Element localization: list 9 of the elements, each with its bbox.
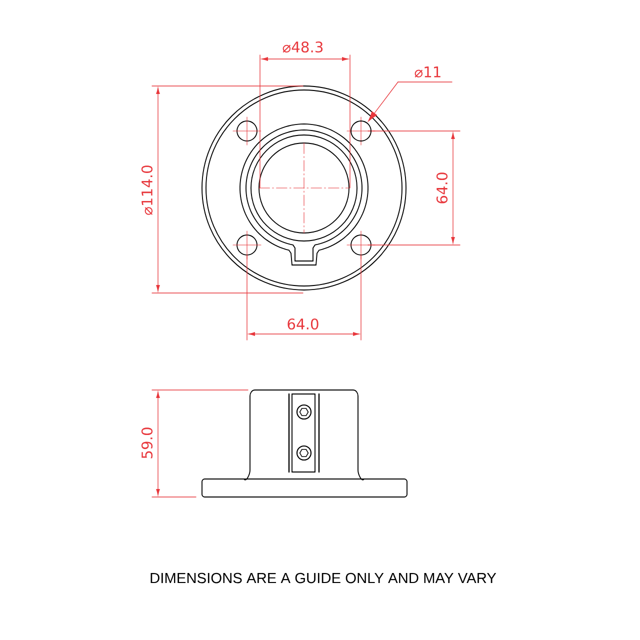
dimension-label: ⌀48.3	[282, 41, 323, 53]
mounting-hole	[350, 120, 372, 142]
dimension-label: 64.0	[436, 172, 448, 204]
leader-line	[368, 82, 398, 122]
dimension-label: ⌀114.0	[141, 166, 153, 215]
dimension-label: ⌀11	[398, 66, 452, 82]
dimension-label: 59.0	[141, 428, 153, 458]
dimension-label: 64.0	[288, 318, 318, 330]
note: DIMENSIONS ARE A GUIDE ONLY AND MAY VARY	[150, 572, 496, 584]
